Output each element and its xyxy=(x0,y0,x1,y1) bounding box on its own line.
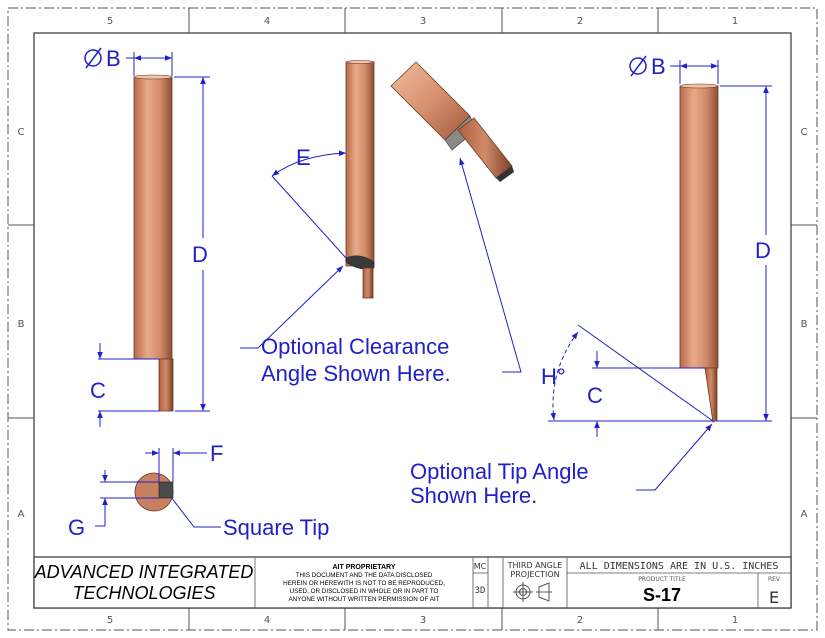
right-diameter-symbol xyxy=(629,57,647,75)
zone-top-2: 2 xyxy=(577,16,583,27)
projection-line-2: PROJECTION xyxy=(510,570,559,579)
right-tool-view: B D C H° xyxy=(541,54,772,437)
right-dim-h xyxy=(550,324,714,422)
tip-note: Optional Tip Angle Shown Here. xyxy=(410,423,713,508)
left-dim-d-label: D xyxy=(192,242,208,267)
left-dim-d xyxy=(174,76,210,412)
proprietary-line-4: ANYONE WITHOUT WRITTEN PERMISSION OF AIT xyxy=(288,596,439,603)
company-name-line2: TECHNOLOGIES xyxy=(72,583,215,603)
zone-labels-bottom: 5 4 3 2 1 xyxy=(107,615,738,626)
zone-right-b: B xyxy=(801,319,808,330)
rev-value: E xyxy=(769,588,779,607)
zone-bottom-5: 5 xyxy=(107,615,113,626)
clearance-note-line2: Angle Shown Here. xyxy=(261,361,451,386)
company-name-line1: ADVANCED INTEGRATED xyxy=(34,562,254,582)
left-dim-b-label: B xyxy=(106,46,121,71)
product-title-label: PRODUCT TITLE xyxy=(638,576,686,583)
center-tool-clearance-face xyxy=(345,255,375,270)
product-title: S-17 xyxy=(643,585,681,605)
end-dim-g-label: G xyxy=(68,515,85,540)
clearance-leader-1 xyxy=(240,265,344,349)
zone-bottom-3: 3 xyxy=(420,615,426,626)
right-dim-d-label: D xyxy=(755,238,771,263)
left-diameter-symbol xyxy=(84,49,102,67)
right-dim-h-label: H° xyxy=(541,364,566,389)
square-tip-leader xyxy=(170,496,221,528)
center-dim-e xyxy=(271,150,347,259)
left-tool-body xyxy=(133,76,173,360)
projection-line-1: THIRD ANGLE xyxy=(507,561,563,570)
square-tip-note: Square Tip xyxy=(223,515,329,540)
zone-bottom-2: 2 xyxy=(577,615,583,626)
left-dim-c xyxy=(97,343,160,427)
zone-labels-right: C B A xyxy=(801,127,808,520)
zone-top-5: 5 xyxy=(107,16,113,27)
tip-note-line1: Optional Tip Angle xyxy=(410,459,589,484)
zone-top-1: 1 xyxy=(732,16,738,27)
zone-top-4: 4 xyxy=(264,16,270,27)
clearance-note: Optional Clearance Angle Shown Here. xyxy=(240,157,522,386)
right-tool-body xyxy=(679,85,719,369)
title-block: ADVANCED INTEGRATED TECHNOLOGIES AIT PRO… xyxy=(33,556,792,609)
center-tool-view: E xyxy=(271,60,375,299)
right-diameter-slash xyxy=(630,55,647,77)
end-dim-f xyxy=(145,448,207,482)
rev-label: REV xyxy=(768,576,781,583)
end-dim-g xyxy=(95,470,159,527)
zone-labels-left: C B A xyxy=(18,127,25,520)
proprietary-line-2: HEREIN OR HEREWITH IS NOT TO BE REPRODUC… xyxy=(283,580,445,587)
end-dim-f-label: F xyxy=(210,441,223,466)
right-dim-c-label: C xyxy=(587,383,603,408)
zone-ticks xyxy=(8,8,817,630)
right-dim-b-label: B xyxy=(651,54,666,79)
isometric-detail xyxy=(390,61,514,182)
zone-right-c: C xyxy=(801,127,808,138)
right-dim-b xyxy=(670,60,719,84)
tip-note-leader xyxy=(636,423,713,491)
zone-left-b: B xyxy=(18,319,25,330)
tip-note-line2: Shown Here. xyxy=(410,483,537,508)
iso-tip xyxy=(457,117,513,179)
zone-left-a: A xyxy=(18,509,25,520)
end-view-square-tip xyxy=(158,481,174,499)
left-diameter-slash xyxy=(85,47,102,69)
mc-label: MC xyxy=(474,562,487,571)
zone-left-c: C xyxy=(18,127,25,138)
left-tool-view: B D C xyxy=(84,46,210,427)
center-tool-tip xyxy=(362,267,374,299)
left-tool-top xyxy=(133,74,173,80)
center-dim-e-label: E xyxy=(296,145,311,170)
proprietary-line-3: USED, OR DISCLOSED IN WHOLE OR IN PART T… xyxy=(290,588,439,595)
zone-labels-top: 5 4 3 2 1 xyxy=(107,16,738,27)
third-angle-projection-icon xyxy=(513,582,552,602)
end-view: F G Square Tip xyxy=(68,441,329,540)
center-tool-top xyxy=(345,60,375,64)
right-tool-tip xyxy=(704,367,718,423)
proprietary-heading: AIT PROPRIETARY xyxy=(332,564,395,571)
zone-bottom-1: 1 xyxy=(732,615,738,626)
right-tool-top xyxy=(679,83,719,89)
dimensions-note: ALL DIMENSIONS ARE IN U.S. INCHES xyxy=(580,561,779,572)
right-dim-d xyxy=(716,85,772,422)
zone-top-3: 3 xyxy=(420,16,426,27)
outer-border xyxy=(7,7,818,631)
mc-value: 3D xyxy=(475,586,486,596)
proprietary-line-1: THIS DOCUMENT AND THE DATA DISCLOSED xyxy=(296,572,433,579)
zone-bottom-4: 4 xyxy=(264,615,270,626)
left-tool-tip xyxy=(158,358,174,412)
zone-right-a: A xyxy=(801,509,808,520)
right-dim-c xyxy=(548,351,713,437)
clearance-note-line1: Optional Clearance xyxy=(261,334,449,359)
center-tool-body xyxy=(345,61,375,267)
left-dim-c-label: C xyxy=(90,378,106,403)
clearance-leader-2 xyxy=(459,157,522,373)
iso-tip-end xyxy=(496,166,514,182)
left-dim-b xyxy=(126,52,173,76)
